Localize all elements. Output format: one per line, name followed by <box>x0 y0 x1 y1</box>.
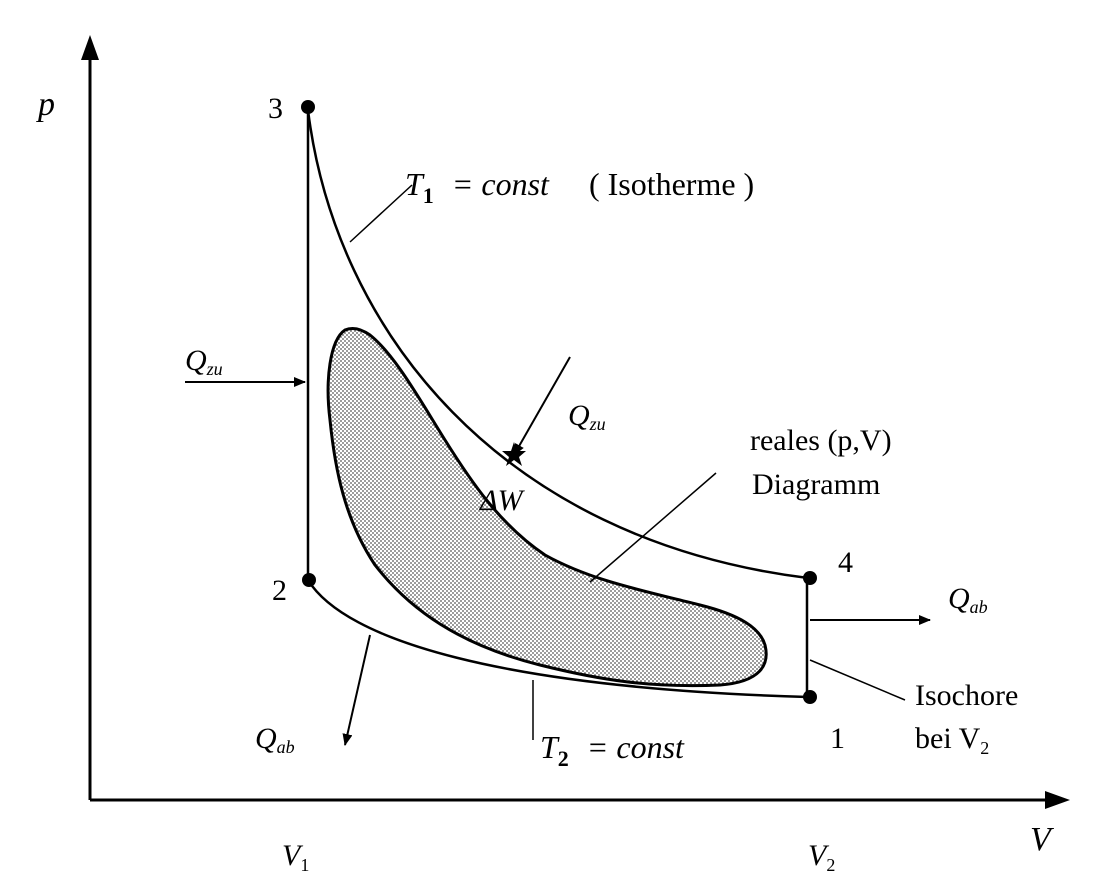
x-axis-label: V <box>1030 821 1055 858</box>
point-3-marker <box>301 100 315 114</box>
x-axis <box>90 791 1070 809</box>
isochore-leader <box>809 659 906 701</box>
q-ab-left-label: Qab <box>255 722 295 757</box>
point-4-label: 4 <box>838 546 853 579</box>
point-1-marker <box>803 690 817 704</box>
y-axis <box>81 35 99 800</box>
v2-label: V2 <box>808 839 835 875</box>
star-icon <box>502 442 526 466</box>
isochore-label-line1: Isochore <box>915 679 1018 712</box>
real-diagram-label-line2: Diagramm <box>752 468 880 501</box>
delta-w-label: ΔW <box>479 484 526 517</box>
q-ab-left-arrow <box>342 634 371 746</box>
t1-leader <box>349 184 413 243</box>
point-2-label: 2 <box>272 574 287 607</box>
q-zu-left-label: Qzu <box>185 344 223 379</box>
y-axis-label: p <box>36 86 55 123</box>
real-pv-loop <box>326 326 768 688</box>
q-ab-right-label: Qab <box>948 582 988 617</box>
t2-const-label: T2= const <box>540 729 685 771</box>
isotherm-t2 <box>306 579 809 699</box>
point-3-label: 3 <box>268 92 283 125</box>
real-leader <box>589 472 717 583</box>
q-zu-mid-label: Qzu <box>568 399 606 434</box>
real-diagram-label-line1: reales (p,V) <box>750 424 892 457</box>
t1-const-label: T1= const( Isotherme ) <box>405 166 754 208</box>
point-2-marker <box>302 573 316 587</box>
q-zu-mid-arrow <box>513 356 571 456</box>
point-1-label: 1 <box>830 722 845 755</box>
isochore-label-line2: bei V2 <box>915 722 989 758</box>
v1-label: V1 <box>282 839 309 875</box>
point-4-marker <box>803 571 817 585</box>
isotherm-t1 <box>306 109 809 580</box>
